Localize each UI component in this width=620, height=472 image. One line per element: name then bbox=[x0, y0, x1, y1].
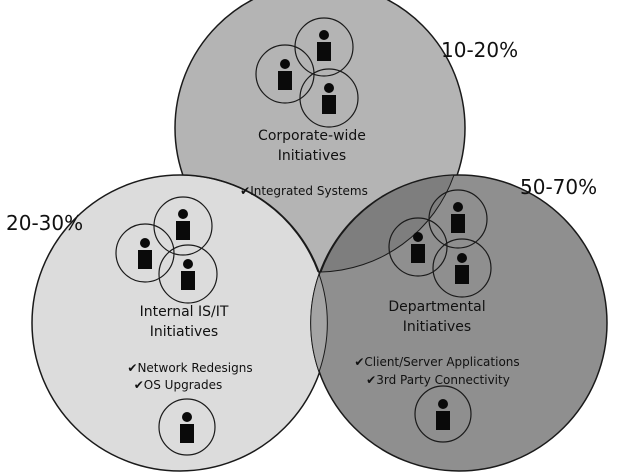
internal-people-cluster bbox=[115, 196, 218, 304]
person-icon bbox=[451, 202, 465, 233]
departmental-percent: 50-70% bbox=[520, 175, 597, 199]
person-icon bbox=[317, 30, 331, 61]
person-icon bbox=[278, 59, 292, 90]
internal-departmental-overlap bbox=[310, 272, 328, 374]
departmental-item-2: ✔3rd Party Connectivity bbox=[366, 373, 510, 387]
internal-item-2: ✔OS Upgrades bbox=[134, 378, 223, 392]
departmental-title-line1: Departmental bbox=[388, 299, 485, 315]
person-icon bbox=[181, 259, 195, 290]
internal-title-line1: Internal IS/IT bbox=[140, 304, 229, 320]
person-icon bbox=[138, 238, 152, 269]
corporate-people-cluster bbox=[255, 17, 359, 128]
corporate-internal-overlap bbox=[181, 174, 319, 273]
corporate-title-line2: Initiatives bbox=[278, 148, 346, 164]
corporate-departmental-overlap bbox=[320, 174, 455, 273]
person-icon bbox=[176, 209, 190, 240]
internal-item-1: ✔Network Redesigns bbox=[127, 361, 252, 375]
departmental-people-cluster bbox=[388, 189, 492, 298]
person-icon bbox=[455, 253, 469, 284]
departmental-item-1: ✔Client/Server Applications bbox=[354, 355, 519, 369]
person-icon bbox=[411, 232, 425, 263]
corporate-title-line1: Corporate-wide bbox=[258, 128, 366, 144]
person-icon bbox=[436, 399, 450, 430]
internal-single-person bbox=[158, 398, 216, 456]
departmental-title-line2: Initiatives bbox=[403, 319, 471, 335]
departmental-single-person bbox=[414, 385, 472, 443]
internal-percent: 20-30% bbox=[6, 211, 83, 235]
corporate-item-1: ✔Integrated Systems bbox=[240, 184, 368, 198]
person-icon bbox=[322, 83, 336, 114]
corporate-percent: 10-20% bbox=[441, 38, 518, 62]
person-icon bbox=[180, 412, 194, 443]
internal-title-line2: Initiatives bbox=[150, 324, 218, 340]
